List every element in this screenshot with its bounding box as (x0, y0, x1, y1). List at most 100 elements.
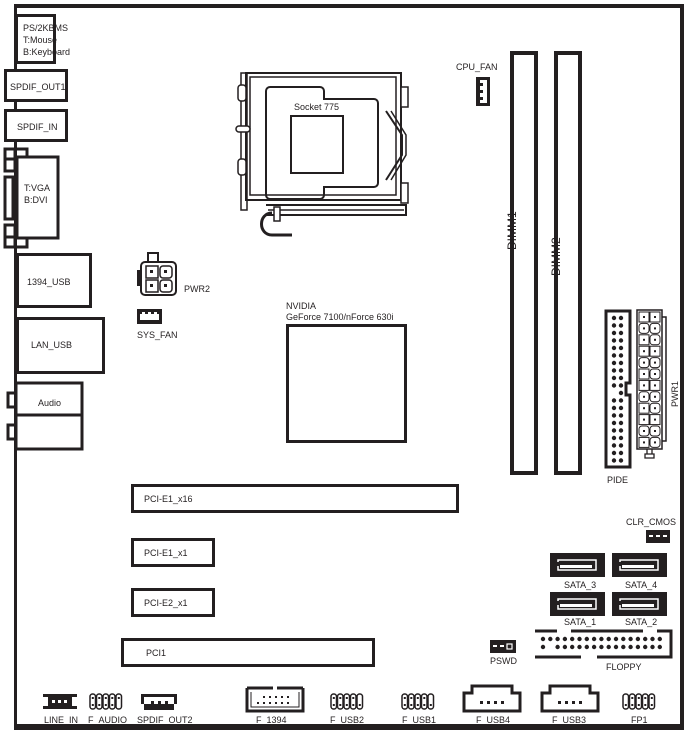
header-pin (345, 697, 348, 699)
pswd-jumper (490, 640, 516, 653)
spdif-out1-port: SPDIF_OUT1 (4, 69, 68, 102)
sata-key (619, 598, 659, 610)
dimm2-label: DIMM2 (549, 237, 563, 276)
f-usb2-header (330, 693, 364, 710)
pide-pin (611, 420, 617, 426)
pide-pin (618, 398, 624, 403)
pide-pin (618, 428, 624, 433)
sata-3-label: SATA_3 (564, 580, 597, 590)
spdif-out2-label: SPDIF_OUT2 (137, 715, 193, 725)
header-pin-pair (89, 693, 97, 710)
pide-pin (618, 315, 624, 321)
sys-fan-label: SYS_FAN (137, 330, 178, 340)
clr-cmos-jumper (646, 530, 670, 543)
header-pin (352, 697, 355, 699)
pide-pin (611, 435, 617, 441)
header-pin (111, 697, 114, 699)
pide-pin (618, 420, 624, 426)
header-pin (644, 704, 647, 706)
pwr2-connector (137, 252, 177, 296)
pide-pin (618, 353, 624, 358)
header-pin-pair (102, 693, 110, 710)
pcie1-x16-slot[interactable]: PCI-E1_x16 (131, 484, 459, 513)
header-pin (637, 697, 640, 699)
floppy-connector (535, 629, 673, 659)
pcie2-x1-slot[interactable]: PCI-E2_x1 (131, 588, 215, 617)
header-pin (423, 697, 426, 699)
pci1-slot[interactable]: PCI1 (121, 638, 375, 667)
fp1-header (622, 693, 656, 710)
pide-pin (618, 345, 624, 351)
header-pin-pair (635, 693, 643, 710)
floppy-pin (613, 636, 619, 642)
header-pin (358, 704, 361, 706)
pwr1-pin-dot (654, 373, 656, 375)
f-1394-header (245, 686, 305, 713)
sata-key (557, 559, 597, 571)
floppy-pin (628, 636, 633, 642)
clr-cmos-label: CLR_CMOS (626, 517, 677, 527)
pwr1-pin-dot (654, 430, 656, 432)
header-pin (403, 697, 406, 699)
pide-pin (618, 375, 624, 381)
pcie2-x1-label: PCI-E2_x1 (144, 598, 188, 608)
cpu-socket (235, 72, 409, 237)
audio-label: Audio (38, 398, 62, 408)
lan-usb-port: LAN_USB (16, 317, 105, 374)
floppy-shroud (535, 629, 673, 659)
header-pin (332, 704, 335, 706)
lan-usb-label: LAN_USB (31, 340, 73, 350)
floppy-pin (613, 644, 619, 650)
sata-2-label: SATA_2 (625, 617, 658, 627)
pide-pin (618, 435, 624, 441)
pide-pin (618, 443, 624, 448)
floppy-pin (635, 636, 641, 642)
pide-pin (611, 428, 617, 433)
pwr1-pin-dot (643, 418, 645, 421)
pcie1-x16-label: PCI-E1_x16 (144, 494, 193, 504)
floppy-pin (635, 644, 641, 650)
floppy-pin (591, 636, 597, 642)
pide-pin (611, 368, 617, 373)
usb-header-shroud (462, 684, 522, 713)
header-pin (403, 704, 406, 706)
line-in-header (43, 694, 77, 709)
header-pin (345, 704, 348, 706)
cpu-socket-die (290, 115, 344, 174)
header-pin-pair (401, 693, 409, 710)
pwr1-label: PWR1 (670, 380, 680, 407)
f-usb4-header (462, 684, 522, 713)
spdif-in-port: SPDIF_IN (4, 109, 68, 142)
pwr1-pin-dot (654, 395, 656, 398)
spdif-out1-label: SPDIF_OUT1 (10, 82, 66, 92)
dimm1-slot (510, 51, 538, 475)
floppy-pin (584, 636, 589, 642)
floppy-pin (650, 636, 655, 642)
ps2-label-1: PS/2KBMS (23, 23, 69, 33)
pwr2-label: PWR2 (184, 284, 211, 294)
usb-header-pin (501, 701, 504, 704)
pwr1-latch-rail (662, 316, 667, 442)
sata-key (557, 598, 597, 610)
pide-pin (611, 405, 617, 411)
chipset (286, 324, 407, 443)
usb-header-pin (565, 701, 568, 704)
usb-header-pin (480, 701, 483, 704)
chipset-vendor-label: NVIDIA (286, 301, 317, 311)
sata-contact (622, 604, 654, 607)
pwr1-pin-dot (643, 327, 645, 330)
floppy-pin (570, 644, 575, 650)
vga-label: T:VGA (24, 183, 51, 193)
pcie1-x1-slot[interactable]: PCI-E1_x1 (131, 538, 215, 567)
pide-pin (611, 323, 617, 328)
floppy-pin (643, 636, 648, 642)
header-pin (104, 704, 107, 706)
floppy-pin (540, 644, 546, 650)
pswd-label: PSWD (490, 656, 517, 666)
header-pin (650, 704, 653, 706)
floppy-pin (591, 644, 597, 650)
f-1394-label: F_1394 (256, 715, 287, 725)
audio-port-shape (6, 381, 84, 451)
usb1394-label: 1394_USB (27, 277, 71, 287)
sata-contact (560, 604, 592, 607)
